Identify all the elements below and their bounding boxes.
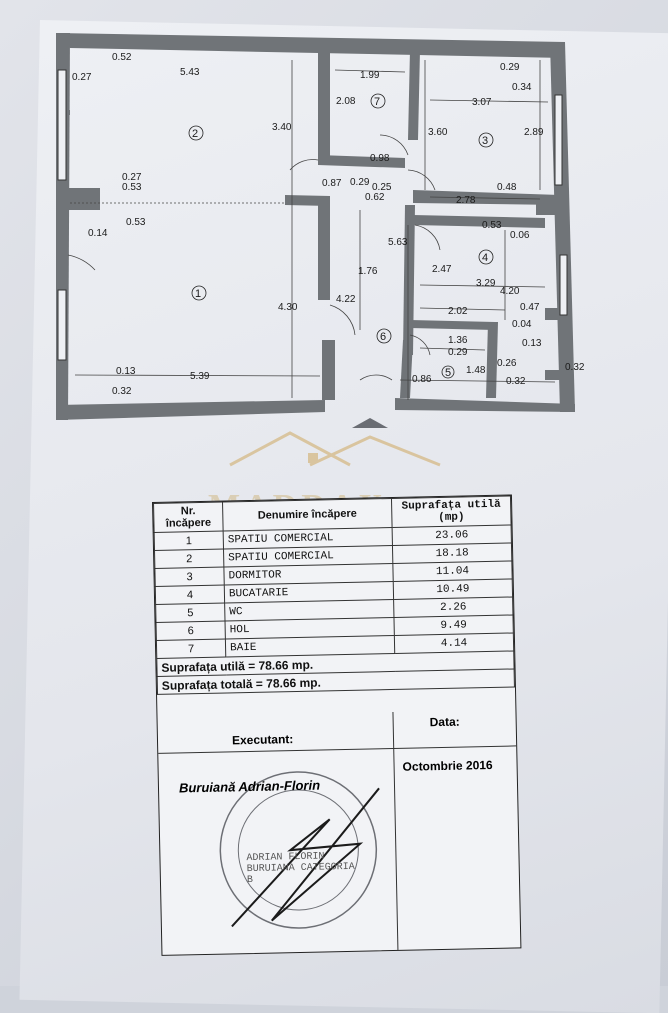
room-numbers	[188, 93, 494, 379]
dim-label: 2.78	[456, 195, 476, 206]
dim-label: 0.27	[122, 172, 142, 183]
dim-label: 0.48	[497, 182, 517, 193]
floor-plan: 0.52 0.27 5.43 1.99 0.29 0.34 3.07 2.08 …	[56, 33, 585, 428]
dim-label: 2.08	[336, 96, 356, 107]
dim-label: 0.13	[522, 338, 542, 349]
dim-label: 3.29	[476, 278, 496, 289]
dim-label: 0.04	[512, 319, 532, 330]
dim-label: 0.14	[88, 228, 108, 239]
dim-label: 0.62	[365, 192, 385, 203]
room-number: 5	[445, 367, 451, 379]
row-nr: 4	[155, 585, 225, 605]
dim-label: 0.29	[448, 347, 468, 358]
date-value: Octombrie 2016	[402, 757, 493, 774]
dim-label: 0.32	[565, 362, 585, 373]
dim-label: 3.60	[428, 127, 448, 138]
rooms-table: Nr. încăpere Denumire încăpere Suprafața…	[153, 495, 515, 695]
dim-label: 0.53	[126, 217, 146, 228]
area-table: Nr. încăpere Denumire încăpere Suprafața…	[152, 494, 522, 956]
dim-label: 0.87	[322, 178, 342, 189]
dimension-labels: 0.52 0.27 5.43 1.99 0.29 0.34 3.07 2.08 …	[72, 52, 585, 397]
row-nr: 3	[154, 567, 225, 587]
signature-mark	[231, 787, 380, 928]
room-number: 3	[482, 135, 488, 147]
watermark-logo	[229, 431, 441, 467]
room-number: 4	[482, 252, 488, 264]
row-nr: 7	[156, 638, 226, 659]
dim-label: 1.76	[358, 266, 378, 277]
dim-label: 2.89	[524, 127, 544, 138]
windows	[57, 69, 568, 361]
executant-name: Buruiană Adrian-Florin	[178, 777, 321, 796]
dim-label: 4.22	[336, 294, 356, 305]
header-name: Denumire încăpere	[222, 498, 393, 532]
dim-label: 0.25	[372, 182, 392, 193]
official-stamp	[219, 771, 380, 929]
dim-label: 4.20	[500, 286, 520, 297]
dim-label: 0.06	[510, 230, 530, 241]
stamp-text: ADRIAN FLORIN BURUIANA CATEGORIA B	[246, 851, 355, 887]
dim-label: 5.63	[388, 237, 408, 248]
dim-label: 0.29	[500, 62, 520, 73]
dim-label: 5.43	[180, 67, 200, 78]
dim-label: 3.40	[272, 122, 292, 133]
dim-label: 0.53	[122, 182, 142, 193]
header-area-label: Suprafața utilă	[401, 498, 501, 513]
header-area: Suprafața utilă (mp)	[391, 495, 512, 528]
dim-label: 0.32	[112, 386, 132, 397]
room-number: 6	[380, 331, 386, 343]
dim-label: 0.86	[412, 374, 432, 385]
row-nr: 2	[154, 549, 224, 569]
dim-label: 2.02	[448, 306, 468, 317]
dim-label: 3.07	[472, 97, 492, 108]
dim-label: 2.47	[432, 264, 452, 275]
room-number: 7	[374, 96, 380, 108]
dim-label: 0.32	[506, 376, 526, 387]
date-label: Data:	[429, 714, 460, 730]
executant-label: Executant:	[231, 732, 294, 748]
dim-label: 5.39	[190, 371, 210, 382]
dim-label: 1.99	[360, 70, 380, 81]
dim-label: 1.36	[448, 335, 468, 346]
entrance-arrow	[352, 418, 388, 428]
dim-label: 1.48	[466, 365, 486, 376]
dim-label: 0.52	[112, 52, 132, 63]
dim-label: 0.29	[350, 177, 370, 188]
dim-label: 0.98	[370, 153, 390, 164]
dim-label: 0.26	[497, 358, 517, 369]
dim-label: 0.53	[482, 220, 502, 231]
room-number: 1	[195, 288, 201, 300]
row-nr: 6	[156, 620, 226, 641]
room-number: 2	[192, 128, 198, 140]
header-area-unit: (mp)	[438, 511, 465, 525]
plan-lines	[67, 60, 556, 400]
dim-label: 0.34	[512, 82, 532, 93]
header-nr: Nr. încăpere	[153, 502, 224, 533]
dim-label: 0.27	[72, 72, 92, 83]
row-nr: 1	[154, 531, 224, 551]
dim-label: 0.13	[116, 366, 136, 377]
dim-label: 0.47	[520, 302, 540, 313]
dim-label: 4.30	[278, 302, 298, 313]
row-nr: 5	[155, 603, 226, 623]
